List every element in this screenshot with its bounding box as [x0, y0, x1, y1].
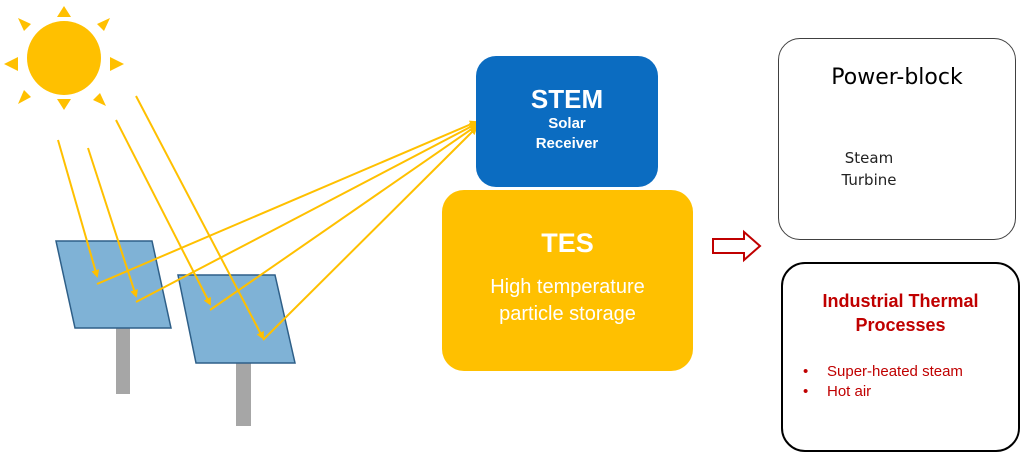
industrial-processes-box: Industrial Thermal Processes Super-heate… [781, 262, 1020, 452]
turbine-label-line2: Turbine [841, 171, 897, 189]
heliostat-pole-left [116, 322, 130, 394]
stem-subtitle-line1: Solar [548, 115, 586, 132]
reflected-rays [96, 120, 478, 341]
heliostat-pole-right [236, 360, 251, 426]
heliostat-panel-left [55, 240, 172, 329]
power-block-title: Power-block [831, 65, 963, 90]
industrial-title: Industrial Thermal Processes [783, 289, 1018, 337]
industrial-title-line1: Industrial Thermal [822, 291, 979, 311]
flow-right-arrow-icon [712, 229, 762, 263]
list-item: Hot air [801, 382, 977, 402]
list-item: Super-heated steam [801, 362, 977, 382]
sun-icon [4, 6, 124, 110]
industrial-process-list: Super-heated steam Hot air [801, 362, 977, 402]
stem-title: STEM [530, 84, 604, 114]
tes-subtitle-line2: particle storage [499, 303, 636, 325]
tes-storage-box: TES High temperature particle storage [442, 190, 693, 371]
tes-subtitle-line1: High temperature [490, 276, 645, 298]
power-block-box: Power-block Steam Turbine [778, 38, 1016, 240]
turbine-label-line1: Steam [844, 149, 894, 167]
stem-receiver-box: STEM Solar Receiver [476, 56, 658, 187]
turbine-label: Steam Turbine [819, 147, 919, 191]
stem-subtitle-line2: Receiver [535, 135, 599, 152]
tes-title: TES [541, 228, 594, 258]
industrial-title-line2: Processes [855, 315, 946, 335]
